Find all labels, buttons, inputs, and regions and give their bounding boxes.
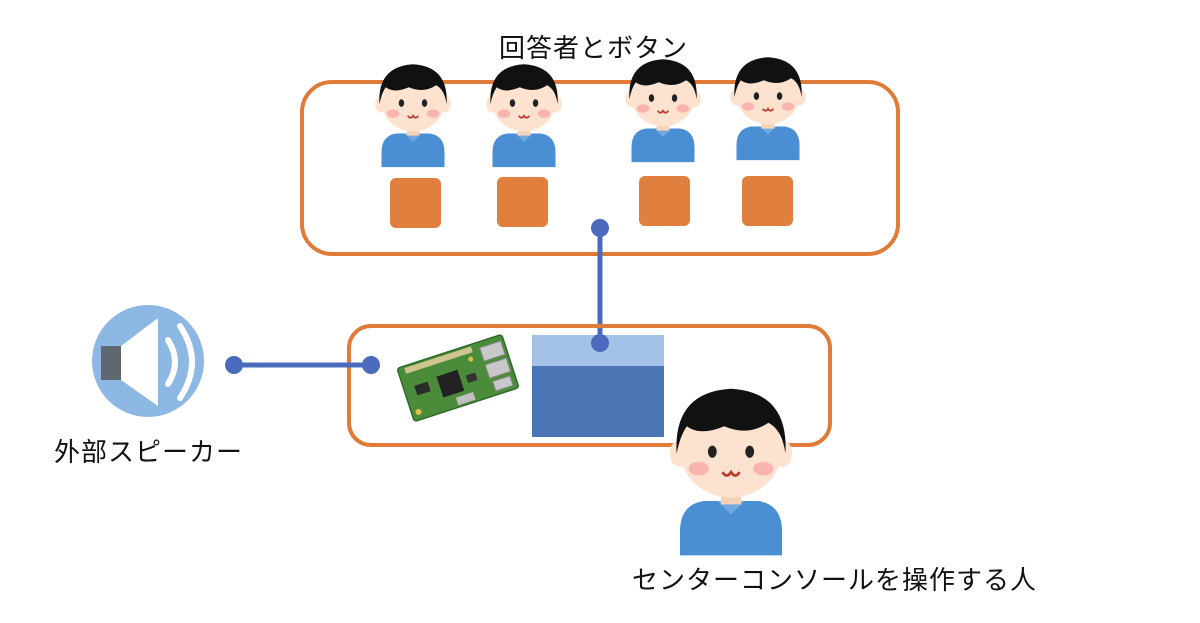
circuit-board-icon — [397, 334, 519, 422]
console-group-box — [347, 324, 832, 447]
answer-button-4 — [742, 176, 793, 226]
respondent-4-person-icon — [729, 56, 807, 161]
speaker-icon — [92, 305, 204, 417]
answer-button-3 — [639, 176, 690, 226]
respondent-2-person-icon — [485, 63, 563, 168]
operator-label: センターコンソールを操作する人 — [632, 566, 1038, 596]
connector-dot-screen — [591, 334, 609, 352]
connector-dot-top — [591, 219, 609, 237]
connector-dot-speaker — [225, 356, 243, 374]
answer-button-2 — [497, 177, 548, 227]
speaker-label: 外部スピーカー — [54, 438, 244, 468]
respondents-group-label: 回答者とボタン — [499, 34, 689, 64]
respondent-1-person-icon — [374, 63, 452, 168]
respondent-3-person-icon — [624, 58, 702, 163]
answer-button-1 — [390, 178, 441, 228]
operator-person-icon — [668, 387, 794, 557]
connector-dot-console — [362, 356, 380, 374]
